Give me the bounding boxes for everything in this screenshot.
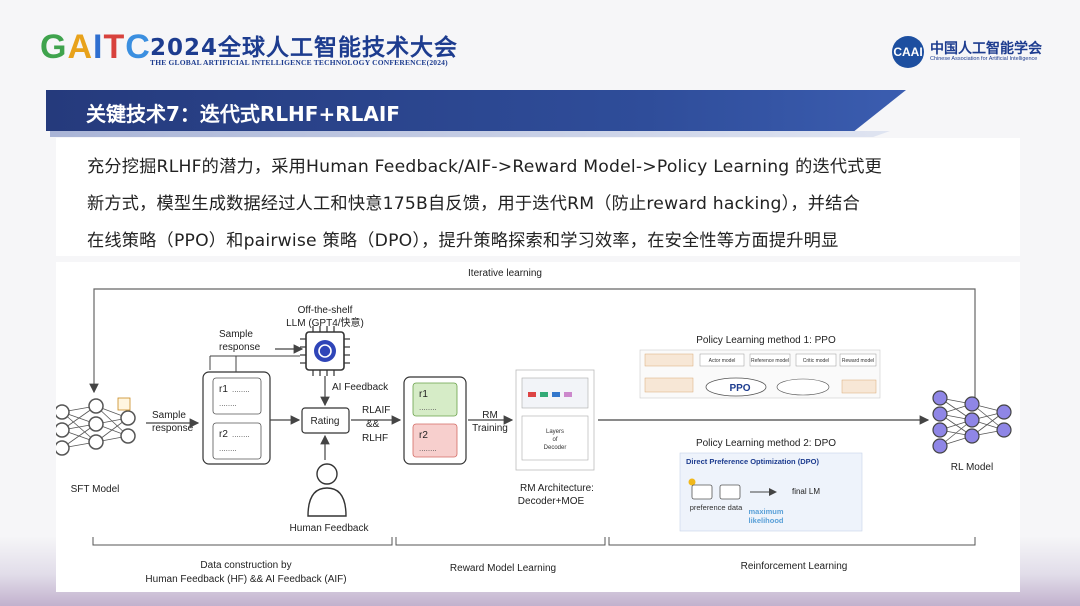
rm-inner-line1: Layers (546, 429, 564, 435)
dpo-final-lm: final LM (792, 487, 820, 496)
description-box (56, 138, 1020, 256)
stage-brackets (92, 537, 976, 546)
stage-1-line2: Human Feedback (HF) && AI Feedback (AIF) (145, 574, 346, 585)
rl-network-icon (932, 390, 1012, 454)
org-name: 中国人工智能学会 (930, 41, 1042, 57)
dpo-chat-icon-a (691, 484, 713, 500)
logo-letter-i: I (93, 28, 104, 66)
rlhf-label: RLHF (362, 433, 388, 444)
dpo-figure: Direct Preference Optimization (DPO) pre… (679, 452, 863, 532)
description-line-1: 充分挖掘RLHF的潜力，采用Human Feedback/AIF->Reward… (87, 157, 883, 177)
r2-label: r2 (219, 429, 228, 440)
ppo-actor-model: Actor model (709, 358, 736, 364)
ppo-reward-model: Reward model (842, 358, 874, 364)
logo-letter-a: A (67, 28, 94, 66)
dpo-ml-line1: maximum (748, 507, 783, 516)
ppo-reference-model: Reference model (751, 358, 789, 364)
dpo-bulb-icon (688, 478, 696, 486)
rm-architecture-line1: RM Architecture: (520, 483, 594, 494)
sft-network-icon (54, 398, 136, 456)
r1-dots-a: ........ (232, 385, 250, 394)
description-line-3: 在线策略（PPO）和pairwise 策略（DPO），提升策略探索和学习效率，在… (87, 231, 839, 251)
dpo-box-title: Direct Preference Optimization (DPO) (686, 457, 819, 466)
rm-inner-line2: of (552, 437, 557, 443)
logo-letter-g: G (40, 28, 68, 66)
r2-dots-a: ........ (232, 430, 250, 439)
rm-training-line1: RM (482, 410, 498, 421)
rlhf-diagram: Iterative learning SFT Model Sample resp… (54, 262, 1020, 592)
banner-shadow (50, 131, 890, 137)
ppo-figure: Actor model Reference model Critic model… (639, 349, 881, 399)
org-name-en: Chinese Association for Artificial Intel… (930, 56, 1038, 62)
logo-letter-c: C (125, 28, 151, 66)
human-icon (307, 463, 347, 517)
description-line-2: 新方式，模型生成数据经过人工和快意175B自反馈，用于迭代RM（防止reward… (87, 194, 860, 214)
rm-architecture-figure: Layers of Decoder (515, 369, 595, 471)
r1-label: r1 (219, 384, 228, 395)
ppo-title: Policy Learning method 1: PPO (696, 335, 836, 346)
diagram-svg: Iterative learning SFT Model Sample resp… (54, 268, 1012, 585)
and-label: && (366, 419, 380, 430)
logo-letter-t: T (103, 28, 126, 66)
dpo-title: Policy Learning method 2: DPO (696, 438, 836, 449)
rating-label: Rating (311, 416, 340, 427)
conference-title: 2024全球人工智能技术大会 (150, 35, 459, 61)
dpo-ml-line2: likelihood (748, 516, 783, 525)
dpo-chat-icon-b (719, 484, 741, 500)
section-title: 关键技术7：迭代式RLHF+RLAIF (86, 102, 400, 126)
sft-badge-icon (117, 397, 131, 411)
caai-logo: CAAI (892, 36, 924, 68)
r1-dots-b: ........ (219, 399, 237, 408)
llm-label-line1: Off-the-shelf (298, 305, 353, 316)
ai-feedback-label: AI Feedback (332, 382, 389, 393)
iterative-loop: Iterative learning (89, 268, 976, 410)
iterative-label: Iterative learning (468, 268, 542, 279)
r2-colored-dots: ........ (419, 444, 437, 453)
human-feedback-label: Human Feedback (290, 523, 370, 534)
ppo-critic-model: Critic model (803, 358, 829, 364)
sft-label: SFT Model (71, 484, 120, 495)
rl-model-label: RL Model (951, 462, 993, 473)
sample-response-1-line1: Sample (152, 410, 186, 421)
labeled-response-box: r1 ........ r2 ........ (403, 376, 467, 465)
r1-colored-dots: ........ (419, 403, 437, 412)
llm-label-line2: LLM (GPT4/快意) (286, 316, 364, 329)
r2-dots-b: ........ (219, 444, 237, 453)
rlaif-label: RLAIF (362, 405, 390, 416)
sample-response-2-line2: response (219, 342, 261, 353)
sample-response-1-line2: response (152, 423, 194, 434)
section-banner (46, 90, 906, 131)
stage-2-label: Reward Model Learning (450, 563, 556, 574)
llm-chip-icon (300, 326, 350, 376)
response-box: r1 ........ ........ r2 ........ .......… (202, 371, 271, 465)
rm-architecture-line2: Decoder+MOE (518, 496, 585, 507)
stage-1-line1: Data construction by (200, 560, 291, 571)
stage-3-label: Reinforcement Learning (741, 561, 848, 572)
dpo-preference-label: preference data (690, 503, 743, 512)
rating-box: Rating (301, 407, 350, 434)
conference-subtitle: THE GLOBAL ARTIFICIAL INTELLIGENCE TECHN… (150, 58, 448, 67)
rm-inner-line3: Decoder (544, 445, 567, 451)
gaitc-logo: GAITC (40, 28, 151, 67)
sample-response-2-line1: Sample (219, 329, 253, 340)
ppo-center-label: PPO (729, 383, 750, 394)
r1-colored-label: r1 (419, 389, 428, 400)
rm-training-line2: Training (472, 423, 508, 434)
r2-colored-label: r2 (419, 430, 428, 441)
